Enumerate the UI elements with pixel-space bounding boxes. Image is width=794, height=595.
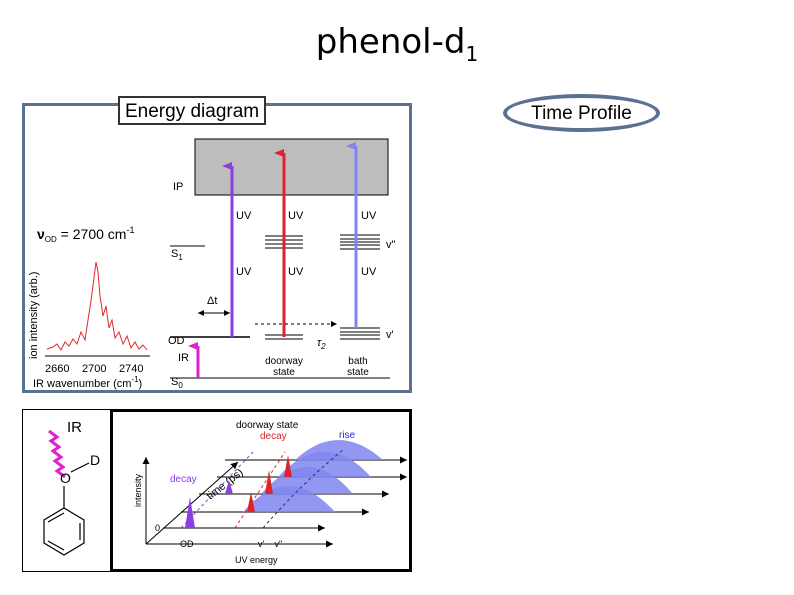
rise-label: rise — [339, 430, 356, 441]
time-profile-label: Time Profile — [503, 94, 660, 132]
uv-label: UV — [288, 266, 304, 278]
mol-ir-label: IR — [67, 419, 82, 436]
spectrum-ylabel: ion intensity (arb.) — [28, 272, 40, 359]
uv-energy-label: UV energy — [235, 555, 278, 565]
benzene-ring — [43, 507, 85, 556]
decay-purple-label: decay — [170, 474, 197, 485]
energy-diagram-label: Energy diagram — [118, 96, 267, 125]
od-bond — [70, 462, 90, 473]
bath-state-label: state — [347, 367, 369, 378]
v1-label: v' — [386, 329, 394, 341]
ir-spectrum: νOD = 2700 cm-1 ion intensity (arb.) 266… — [28, 225, 150, 390]
energy-diagram-figure: IP S1 v" OD v' — [28, 138, 396, 390]
uv-label: UV — [236, 266, 252, 278]
spectrum-tick: 2660 — [45, 363, 69, 375]
doorway-decay-peaks — [247, 455, 292, 512]
doorway-state-label: state — [273, 367, 295, 378]
molecule-panel: IR D O — [22, 409, 120, 572]
doorway-state-label: doorway — [265, 356, 303, 367]
uv-label: UV — [236, 210, 252, 222]
tau-label: τ2 — [317, 337, 326, 351]
intensity-label: intensity — [133, 473, 143, 507]
page-title: phenol-d1 — [315, 22, 479, 66]
mol-d-label: D — [90, 452, 100, 468]
uv-label: UV — [288, 210, 304, 222]
nu-od-label: νOD = 2700 cm-1 — [37, 225, 134, 244]
time-axis — [145, 461, 239, 545]
phenol-structure: IR D O — [43, 419, 100, 556]
ir-label: IR — [178, 352, 189, 364]
mol-o-label: O — [60, 470, 71, 486]
s1-label: S1 — [171, 248, 183, 262]
vv-axis-label: v' − v" — [258, 539, 282, 549]
time-profile-figure: intensity time (ps) 0 OD v' − v" UV ener… — [133, 420, 407, 565]
od-decay-peaks — [185, 480, 233, 528]
uv-label: UV — [361, 210, 377, 222]
ip-continuum — [194, 138, 389, 196]
od-axis-label: OD — [180, 539, 194, 549]
spectrum-line — [46, 261, 148, 351]
uv-label: UV — [361, 266, 377, 278]
zero-label: 0 — [155, 523, 160, 533]
v1-levels — [265, 327, 380, 340]
od-label: OD — [168, 335, 185, 347]
s0-label: S0 — [171, 376, 183, 390]
projection-lines — [180, 449, 344, 529]
delta-t-label: Δt — [207, 295, 217, 307]
v2-label: v" — [386, 239, 396, 251]
spectrum-tick: 2740 — [119, 363, 143, 375]
bath-state-label: bath — [348, 356, 367, 367]
ip-label: IP — [173, 181, 183, 193]
ir-wave-icon — [48, 429, 66, 479]
doorway-state-title: doorway state — [236, 420, 299, 431]
energy-diagram-panel: IP S1 v" OD v' — [22, 103, 412, 393]
spectrum-tick: 2700 — [82, 363, 106, 375]
v2-levels — [265, 234, 380, 250]
time-profile-panel: intensity time (ps) 0 OD v' − v" UV ener… — [110, 409, 412, 572]
spectrum-xlabel: IR wavenumber (cm-1) — [33, 375, 142, 390]
decay-red-label: decay — [260, 431, 287, 442]
